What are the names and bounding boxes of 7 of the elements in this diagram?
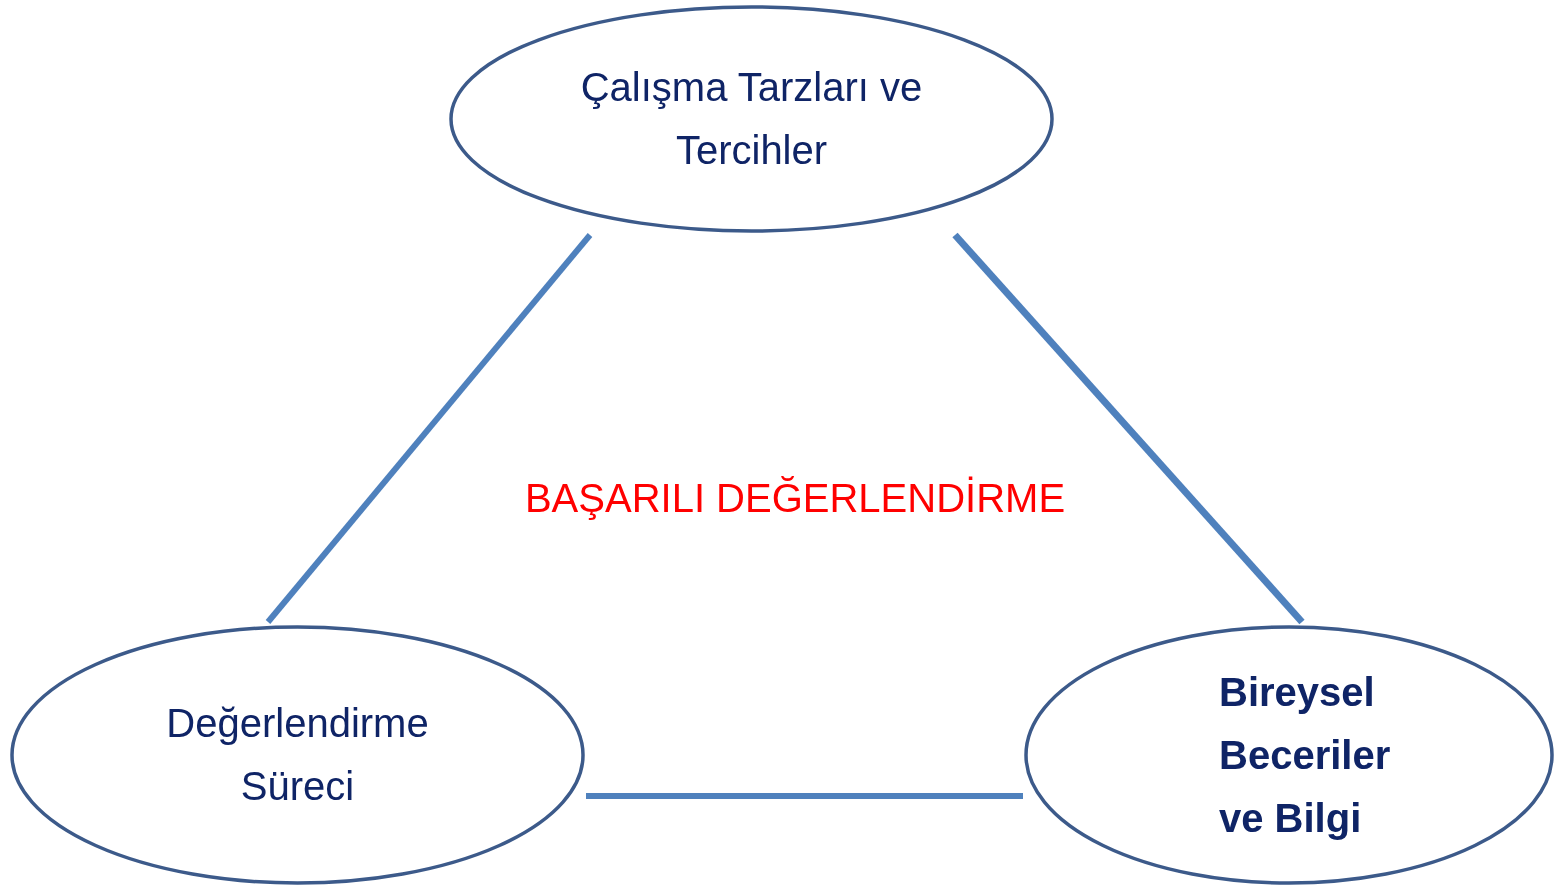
- connector-line: [952, 232, 1305, 625]
- connector-line: [265, 233, 593, 624]
- node-label: Çalışma Tarzları ve Tercihler: [579, 64, 924, 174]
- node-label: Bireysel Beceriler ve Bilgi: [1219, 668, 1392, 842]
- center-title: BAŞARILI DEĞERLENDİRME: [523, 475, 1067, 522]
- node-label: Değerlendirme Süreci: [165, 700, 430, 810]
- connector-line: [586, 793, 1023, 799]
